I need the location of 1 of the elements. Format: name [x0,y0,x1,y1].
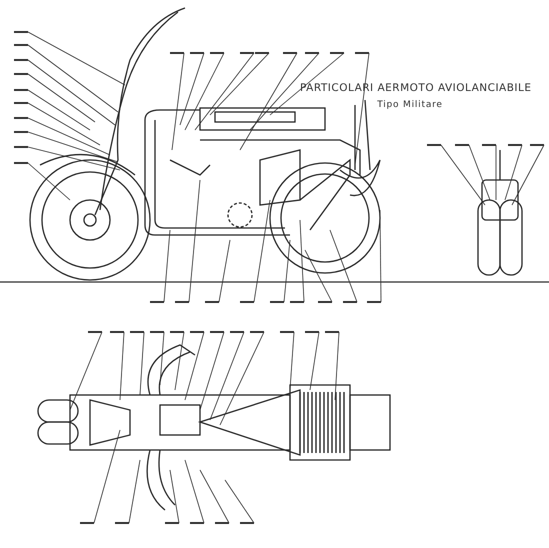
drawing-subtitle: Tipo Militare [376,100,444,110]
